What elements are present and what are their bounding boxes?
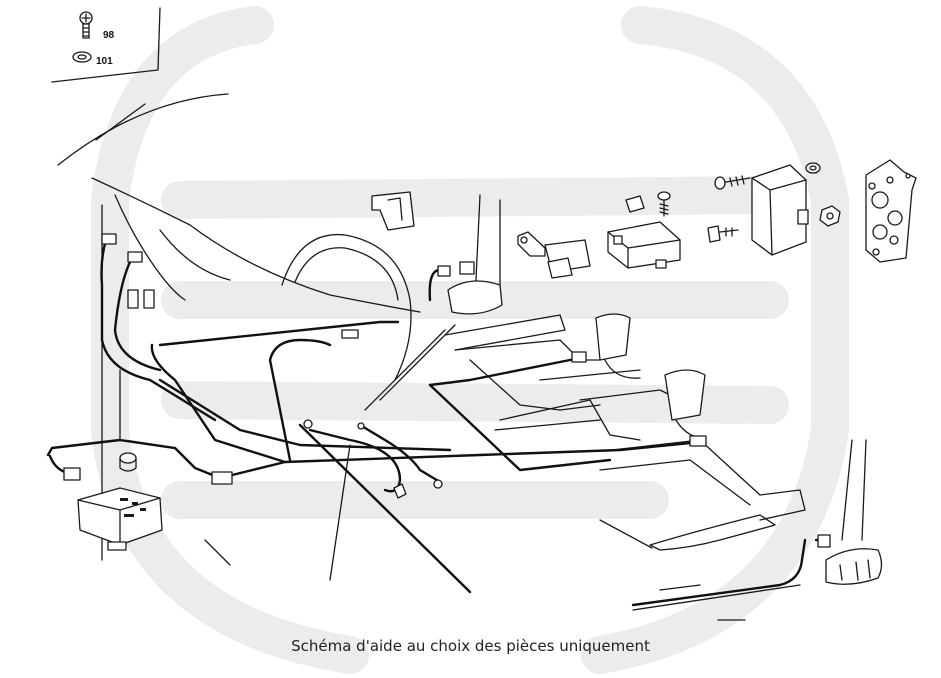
washer-icon — [72, 51, 92, 63]
ring-terminal — [393, 483, 407, 499]
connector-floor — [211, 471, 233, 485]
connector-left-mid — [127, 251, 143, 263]
wiring-harness — [46, 238, 828, 607]
connector-small-b — [433, 479, 443, 489]
connector-column-b — [459, 261, 475, 275]
screw-icon — [657, 191, 671, 217]
connector-small-a — [303, 419, 313, 429]
connector-left-upper — [101, 233, 117, 245]
door-pillar-right — [825, 439, 883, 585]
washer-icon — [805, 162, 821, 174]
nut-icon — [625, 195, 645, 213]
relay-bracket — [517, 231, 591, 279]
connector-block-b — [143, 289, 155, 309]
mounting-bracket — [371, 191, 415, 231]
connectors — [63, 233, 831, 548]
connector-block-a — [127, 289, 139, 309]
connector-small-c — [357, 422, 365, 430]
connector-column-a — [437, 265, 451, 277]
self-tapping-screw-icon — [714, 175, 751, 190]
connector-seat-right — [689, 435, 707, 447]
airbag-control-unit — [751, 164, 809, 256]
connector-seat-center — [571, 351, 587, 363]
control-module — [607, 191, 681, 269]
legend-number-101: 101 — [96, 56, 113, 67]
connector-dash — [341, 329, 359, 339]
connector-battery-lead — [63, 467, 81, 481]
diagram-caption: Schéma d'aide au choix des pièces unique… — [291, 637, 650, 655]
parts-legend: 98 101 — [51, 7, 161, 83]
nut-icon — [819, 205, 841, 227]
bolt-icon — [707, 225, 739, 243]
mounting-plate — [865, 159, 917, 263]
fasteners — [707, 162, 841, 243]
screw-icon — [79, 11, 93, 39]
steering-wheel — [281, 233, 412, 381]
seat-frames — [444, 313, 806, 551]
connector-pillar — [817, 534, 831, 548]
control-unit-floor — [77, 452, 163, 551]
steering-column — [364, 194, 503, 411]
legend-number-98: 98 — [103, 30, 115, 41]
